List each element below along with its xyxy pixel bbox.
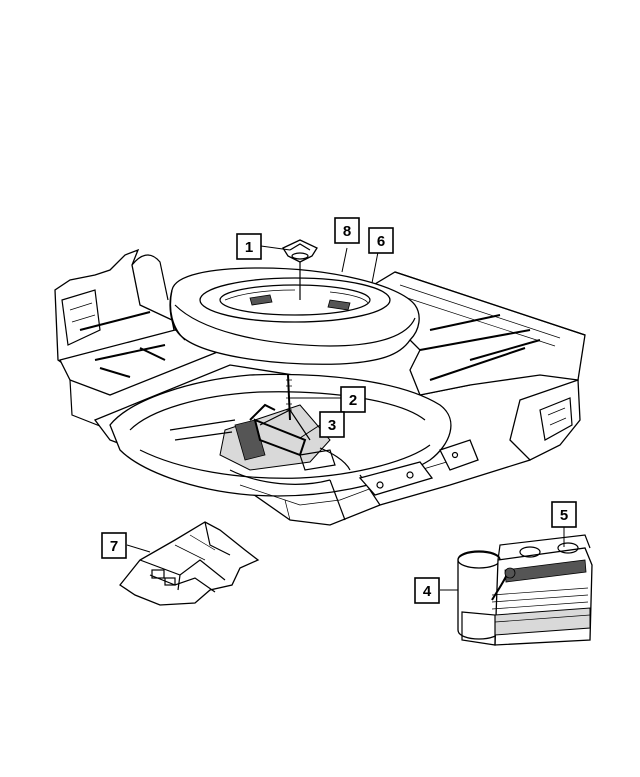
callout-5: 5 <box>551 501 577 528</box>
callout-7: 7 <box>101 532 127 559</box>
callout-8: 8 <box>334 217 360 244</box>
callout-6: 6 <box>368 227 394 254</box>
callout-7-label: 7 <box>110 538 118 555</box>
tire-inflator-kit-illustration <box>457 534 593 646</box>
callout-2-label: 2 <box>349 392 357 409</box>
callout-8-label: 8 <box>343 223 351 240</box>
callout-6-label: 6 <box>377 233 385 250</box>
callout-3: 3 <box>319 411 345 438</box>
callout-1: 1 <box>236 233 262 260</box>
callout-4: 4 <box>414 577 440 604</box>
callout-4-label: 4 <box>423 583 432 600</box>
callout-5-label: 5 <box>560 507 568 524</box>
wing-nut-illustration <box>282 239 318 300</box>
callout-1-label: 1 <box>245 239 253 256</box>
spare-tire-illustration <box>169 267 420 365</box>
leader-lines <box>126 245 565 591</box>
callout-2: 2 <box>340 386 366 413</box>
callout-3-label: 3 <box>328 417 336 434</box>
jack-cover-illustration <box>119 521 260 606</box>
